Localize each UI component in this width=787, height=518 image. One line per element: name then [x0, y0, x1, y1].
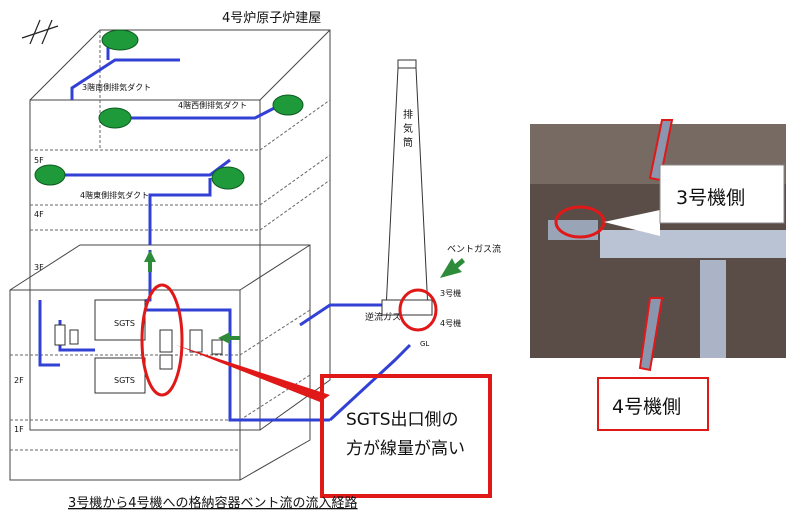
sgts-label: SGTS: [114, 376, 135, 385]
vent-gas-flow-label: ベントガス流: [447, 243, 501, 255]
callout-text-line2: 方が線量が高い: [346, 439, 465, 459]
exhaust-stack: [381, 59, 433, 316]
duct-label-east: 4階東側排気ダクト: [80, 190, 149, 200]
building-title: 4号炉原子炉建屋: [222, 11, 321, 26]
leak-cloud: [272, 94, 304, 116]
photo-label-unit4: 4号機側: [612, 396, 681, 418]
leak-cloud: [34, 164, 66, 186]
unit4-line-label: 4号機: [440, 318, 461, 328]
north-mark-icon: [21, 19, 59, 45]
highlight-markers: [140, 283, 492, 498]
backflow-label: 逆流ガス: [365, 311, 401, 323]
floor-label: 2F: [14, 376, 24, 385]
flow-arrow-left-icon: [218, 332, 240, 344]
floor-label: 3F: [34, 263, 44, 272]
stack-label-3: 筒: [403, 136, 413, 149]
unit3-line-label: 3号機: [440, 288, 461, 298]
sgts-unit: [94, 299, 146, 341]
callout-box: [320, 374, 492, 498]
stack-label-1: 排: [403, 108, 413, 121]
callout-pointer: [176, 345, 330, 402]
site-photo: [530, 119, 786, 372]
photo-label-boxes: [597, 164, 785, 431]
stack-connection-highlight: [398, 288, 438, 332]
duct-label-west: 4階西側排気ダクト: [178, 100, 247, 110]
floor-label: 1F: [14, 425, 24, 434]
callout-text-line1: SGTS出口側の: [346, 410, 459, 430]
vent-gas-arrow-icon: [440, 258, 465, 278]
leak-cloud: [98, 107, 132, 129]
photo-pointer: [604, 210, 660, 236]
duct-label-south: 3階南側排気ダクト: [82, 82, 151, 92]
leak-cloud: [101, 29, 139, 51]
sgts-unit: [94, 357, 146, 394]
floor-label: 5F: [34, 156, 44, 165]
sgts-units: [54, 299, 223, 394]
floor-label: 4F: [34, 210, 44, 219]
leak-cloud: [211, 166, 245, 190]
flow-arrow-up-icon: [144, 250, 156, 272]
photo-label-unit3: 3号機側: [676, 187, 745, 209]
leak-clouds: [34, 29, 304, 190]
ground-label: GL: [420, 340, 429, 348]
stack-label-2: 気: [403, 122, 413, 135]
diagram-caption: 3号機から4号機への格納容器ベント流の流入経路: [68, 495, 358, 511]
sgts-outlet-highlight: [140, 283, 184, 397]
sgts-label: SGTS: [114, 319, 135, 328]
